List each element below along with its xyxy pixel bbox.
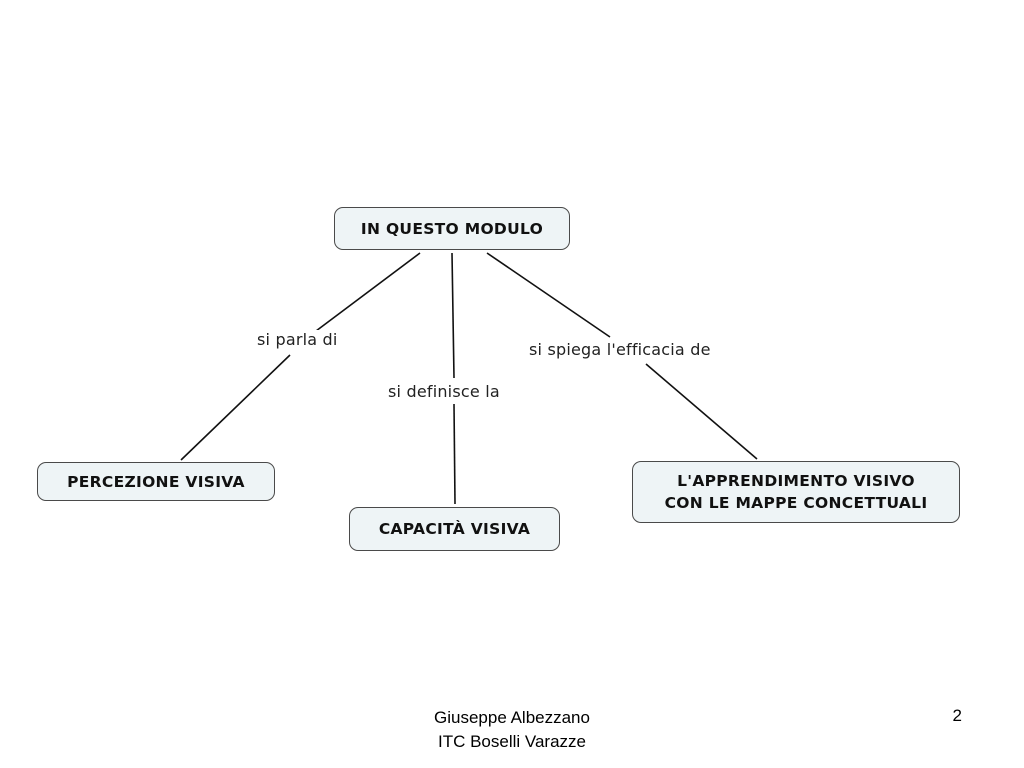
link-label-si-spiega: si spiega l'efficacia de [527,340,713,359]
footer-credits: Giuseppe Albezzano ITC Boselli Varazze [362,706,662,754]
root-node: IN QUESTO MODULO [334,207,570,250]
footer-author: Giuseppe Albezzano [434,708,590,727]
learning-node-label-line1: L'APPRENDIMENTO VISIVO [677,472,915,490]
learning-node-label-line2: CON LE MAPPE CONCETTUALI [664,494,928,512]
connector-learning-label-to-node [645,363,758,460]
connector-root-to-perception-label [315,252,421,332]
perception-node-label: PERCEZIONE VISIVA [67,472,245,491]
connector-root-to-learning-label [486,252,611,338]
footer-school: ITC Boselli Varazze [437,732,586,751]
connector-capacity-label-to-node [453,403,456,505]
learning-node: L'APPRENDIMENTO VISIVO CON LE MAPPE CONC… [632,461,960,523]
connector-perception-label-to-node [180,354,291,461]
link-label-si-parla-di: si parla di [255,330,340,349]
page-number: 2 [952,706,962,725]
perception-node: PERCEZIONE VISIVA [37,462,275,501]
capacity-node: CAPACITÀ VISIVA [349,507,560,551]
capacity-node-label: CAPACITÀ VISIVA [378,520,531,538]
root-node-label: IN QUESTO MODULO [360,219,544,238]
connector-root-to-capacity-label [451,252,455,379]
link-label-si-definisce-la: si definisce la [386,382,502,401]
